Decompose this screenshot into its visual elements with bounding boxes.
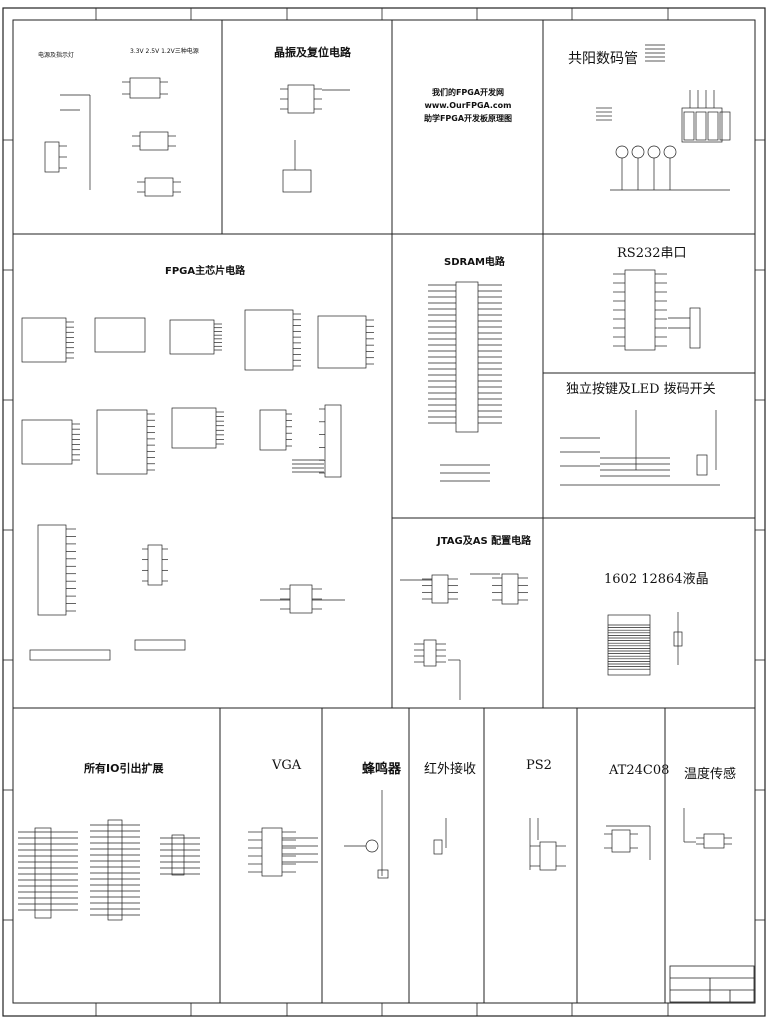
rs232-title: RS232串口 [617, 246, 687, 261]
digit-segment [695, 111, 707, 141]
title-block [669, 965, 755, 1003]
border-ticks [3, 8, 765, 1016]
clock-title: 晶振及复位电路 [274, 46, 351, 59]
fpga-bank [21, 419, 73, 465]
digit-segment [707, 111, 719, 141]
max232-chip [624, 269, 656, 351]
fpga-bank [317, 315, 367, 369]
io-header [107, 819, 123, 921]
temp-title: 温度传感 [684, 767, 737, 782]
fpga-bank [96, 409, 148, 475]
buffer-chip [423, 639, 437, 667]
brand-line2: www.OurFPGA.com [424, 101, 512, 110]
as-header [501, 573, 519, 605]
contrast-pot [673, 631, 683, 647]
eeprom-chip [611, 829, 631, 853]
ir-receiver [433, 839, 443, 855]
keys-title: 独立按键及LED 拨码开关 [566, 382, 716, 397]
brand-block: 我们的FPGA开发网 www.OurFPGA.com 助学FPGA开发板原理图 [408, 86, 528, 125]
power-chip [289, 584, 313, 614]
io-header [171, 834, 185, 876]
seg-title: 共阳数码管 [568, 51, 638, 67]
lcd-title: 1602 12864液晶 [604, 572, 709, 587]
led-array [134, 639, 186, 651]
section-dividers [13, 20, 755, 1003]
db9-connector [689, 307, 701, 349]
outer-border [2, 7, 766, 1017]
ps2-connector [539, 841, 557, 871]
transistor [647, 145, 661, 159]
brand-line3: 助学FPGA开发板原理图 [423, 114, 513, 123]
connector [147, 544, 163, 586]
temp-sensor [703, 833, 725, 849]
sdram-chip [455, 281, 479, 433]
reset-switch [282, 169, 312, 193]
fpga-title: FPGA主芯片电路 [165, 266, 246, 277]
inner-border [12, 19, 756, 1004]
power-subtitle: 3.3V 2.5V 1.2V三种电源 [130, 48, 199, 55]
fpga-bank [244, 309, 294, 371]
fpga-bank [259, 409, 287, 451]
lcd-module [607, 614, 651, 676]
power-jack [44, 141, 60, 173]
circuit-drawings [18, 44, 732, 921]
vga-title: VGA [272, 758, 302, 773]
jtag-title: JTAG及AS 配置电路 [437, 536, 532, 547]
regulator-chip [129, 77, 161, 99]
seven-segment-display [681, 107, 723, 143]
io-header [34, 827, 52, 919]
ps2-title: PS2 [526, 758, 552, 773]
ir-title: 红外接收 [424, 762, 477, 777]
fpga-bank [169, 319, 215, 355]
io-title: 所有IO引出扩展 [84, 762, 164, 775]
oscillator [287, 84, 315, 114]
regulator-chip [144, 177, 174, 197]
buzzer-title: 蜂鸣器 [362, 762, 402, 777]
led-array [29, 649, 111, 661]
eeprom-title: AT24C08 [609, 763, 670, 778]
sdram-title: SDRAM电路 [444, 257, 505, 268]
transistor [615, 145, 629, 159]
vga-connector [261, 827, 283, 877]
fpga-bank [94, 317, 146, 353]
fpga-bank [324, 404, 342, 478]
brand-line1: 我们的FPGA开发网 [431, 88, 505, 97]
fpga-bank [21, 317, 67, 363]
buzzer-transistor [365, 839, 379, 853]
transistor [631, 145, 645, 159]
transistor [663, 145, 677, 159]
buzzer [377, 869, 389, 879]
config-chip [37, 524, 67, 616]
dip-switch [696, 454, 708, 476]
digit-segment [719, 111, 731, 141]
power-title: 电源及指示灯 [38, 52, 75, 59]
fpga-bank [171, 407, 217, 449]
regulator-chip [139, 131, 169, 151]
jtag-header [431, 574, 449, 604]
digit-segment [683, 111, 695, 141]
